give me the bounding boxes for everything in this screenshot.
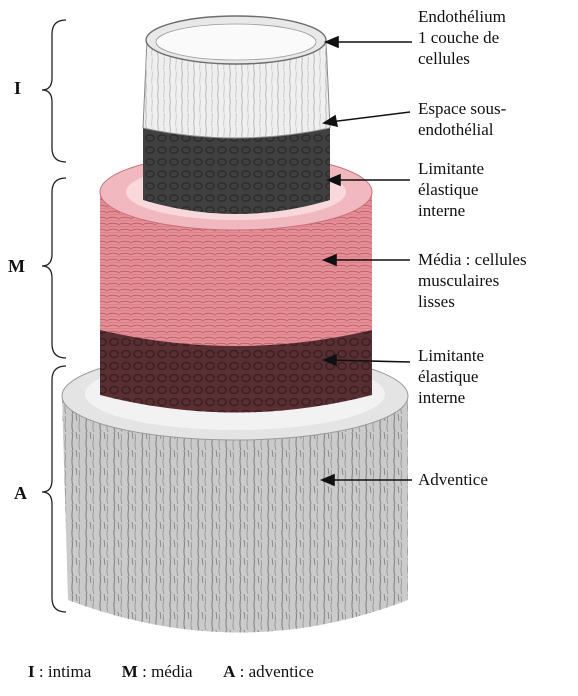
legend-adventitia-key: A (223, 662, 235, 681)
label-subendothelial: Espace sous- endothélial (418, 98, 506, 140)
label-endothelium-line3: cellules (418, 48, 506, 69)
legend-intima-text: : intima (39, 662, 91, 681)
region-media-letter: M (8, 256, 25, 277)
label-internal-elastic-2: Limitante élastique interne (418, 345, 484, 408)
label-internal-elastic-2-line2: élastique (418, 366, 484, 387)
label-internal-elastic-2-line1: Limitante (418, 345, 484, 366)
legend: I : intima M : média A : adventice (28, 662, 314, 682)
label-internal-elastic-2-line3: interne (418, 387, 484, 408)
media-brace (42, 178, 66, 358)
region-intima-letter: I (14, 78, 21, 99)
label-internal-elastic-1-line3: interne (418, 200, 484, 221)
label-endothelium-line1: Endothélium (418, 6, 506, 27)
legend-adventitia-text: : adventice (240, 662, 314, 681)
legend-media-key: M (122, 662, 138, 681)
legend-intima-key: I (28, 662, 35, 681)
arrow-subendothelial (330, 112, 410, 122)
legend-media-text: : média (142, 662, 193, 681)
label-endothelium-line2: 1 couche de (418, 27, 506, 48)
endothelium-layer (143, 16, 330, 138)
label-endothelium: Endothélium 1 couche de cellules (418, 6, 506, 69)
region-adventitia-letter: A (14, 483, 27, 504)
label-internal-elastic-1-line2: élastique (418, 179, 484, 200)
subendothelial-layer (143, 128, 330, 214)
label-adventitia: Adventice (418, 469, 488, 490)
label-media-line3: lisses (418, 291, 527, 312)
label-media: Média : cellules musculaires lisses (418, 249, 527, 312)
label-subendothelial-line1: Espace sous- (418, 98, 506, 119)
label-internal-elastic-1: Limitante élastique interne (418, 158, 484, 221)
intima-brace (42, 20, 66, 162)
label-media-line2: musculaires (418, 270, 527, 291)
region-braces (42, 20, 66, 612)
label-adventitia-line1: Adventice (418, 469, 488, 490)
label-internal-elastic-1-line1: Limitante (418, 158, 484, 179)
label-media-line1: Média : cellules (418, 249, 527, 270)
label-subendothelial-line2: endothélial (418, 119, 506, 140)
